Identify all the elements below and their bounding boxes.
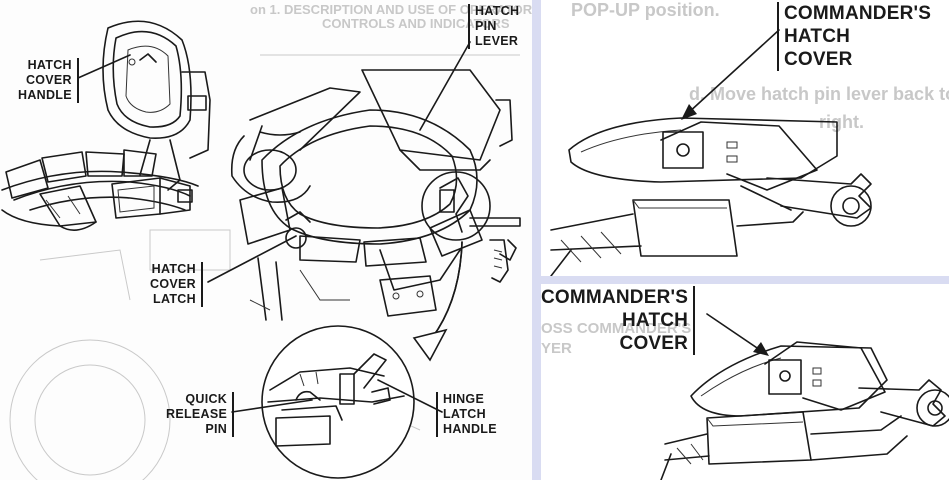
ghost-heading-1: on 1. DESCRIPTION AND USE OF OPERATOR'S	[250, 2, 532, 17]
left-leaders	[77, 41, 471, 413]
horizontal-divider	[541, 276, 949, 284]
ghost-tr-step: d. Move hatch pin lever back to	[689, 84, 949, 104]
label-hatch-cover-handle: HATCH COVER HANDLE	[18, 58, 79, 103]
label-hinge-latch-handle: HINGE LATCH HANDLE	[436, 392, 497, 437]
ghost-br-line1: OSS COMMANDER'S	[541, 320, 692, 337]
label-hatch-cover-latch: HATCH COVER LATCH	[150, 262, 203, 307]
vertical-divider	[532, 0, 541, 480]
top-right-diagram-panel: POP-UP position. d. Move hatch pin lever…	[541, 0, 949, 276]
bottom-right-diagram-panel: OSS COMMANDER'S YER COMMANDER'S HATCH CO…	[541, 284, 949, 480]
left-diagram-panel: on 1. DESCRIPTION AND USE OF OPERATOR'S …	[0, 0, 532, 480]
bottom-right-drawing	[660, 313, 949, 480]
ghost-tr-step-cont: right.	[819, 112, 864, 132]
label-commanders-hatch-cover-top: COMMANDER'S HATCH COVER	[777, 2, 931, 71]
ghost-heading-2: CONTROLS AND INDICATORS	[322, 16, 510, 31]
hatch-assembly-left	[1, 20, 211, 231]
top-right-drawing	[550, 29, 872, 276]
ghost-tr-line1: POP-UP position.	[571, 0, 720, 20]
hatch-interior-center	[230, 69, 521, 321]
inset-detail-circle	[261, 325, 415, 479]
detail-arrow	[412, 241, 463, 362]
label-commanders-hatch-cover-bottom: COMMANDER'S HATCH COVER	[541, 286, 696, 355]
left-diagram-drawing	[1, 20, 521, 480]
label-quick-release-pin: QUICK RELEASE PIN	[166, 392, 235, 437]
label-hatch-pin-lever: HATCH PIN LEVER	[468, 4, 519, 49]
ghost-br-line2: YER	[541, 340, 572, 357]
